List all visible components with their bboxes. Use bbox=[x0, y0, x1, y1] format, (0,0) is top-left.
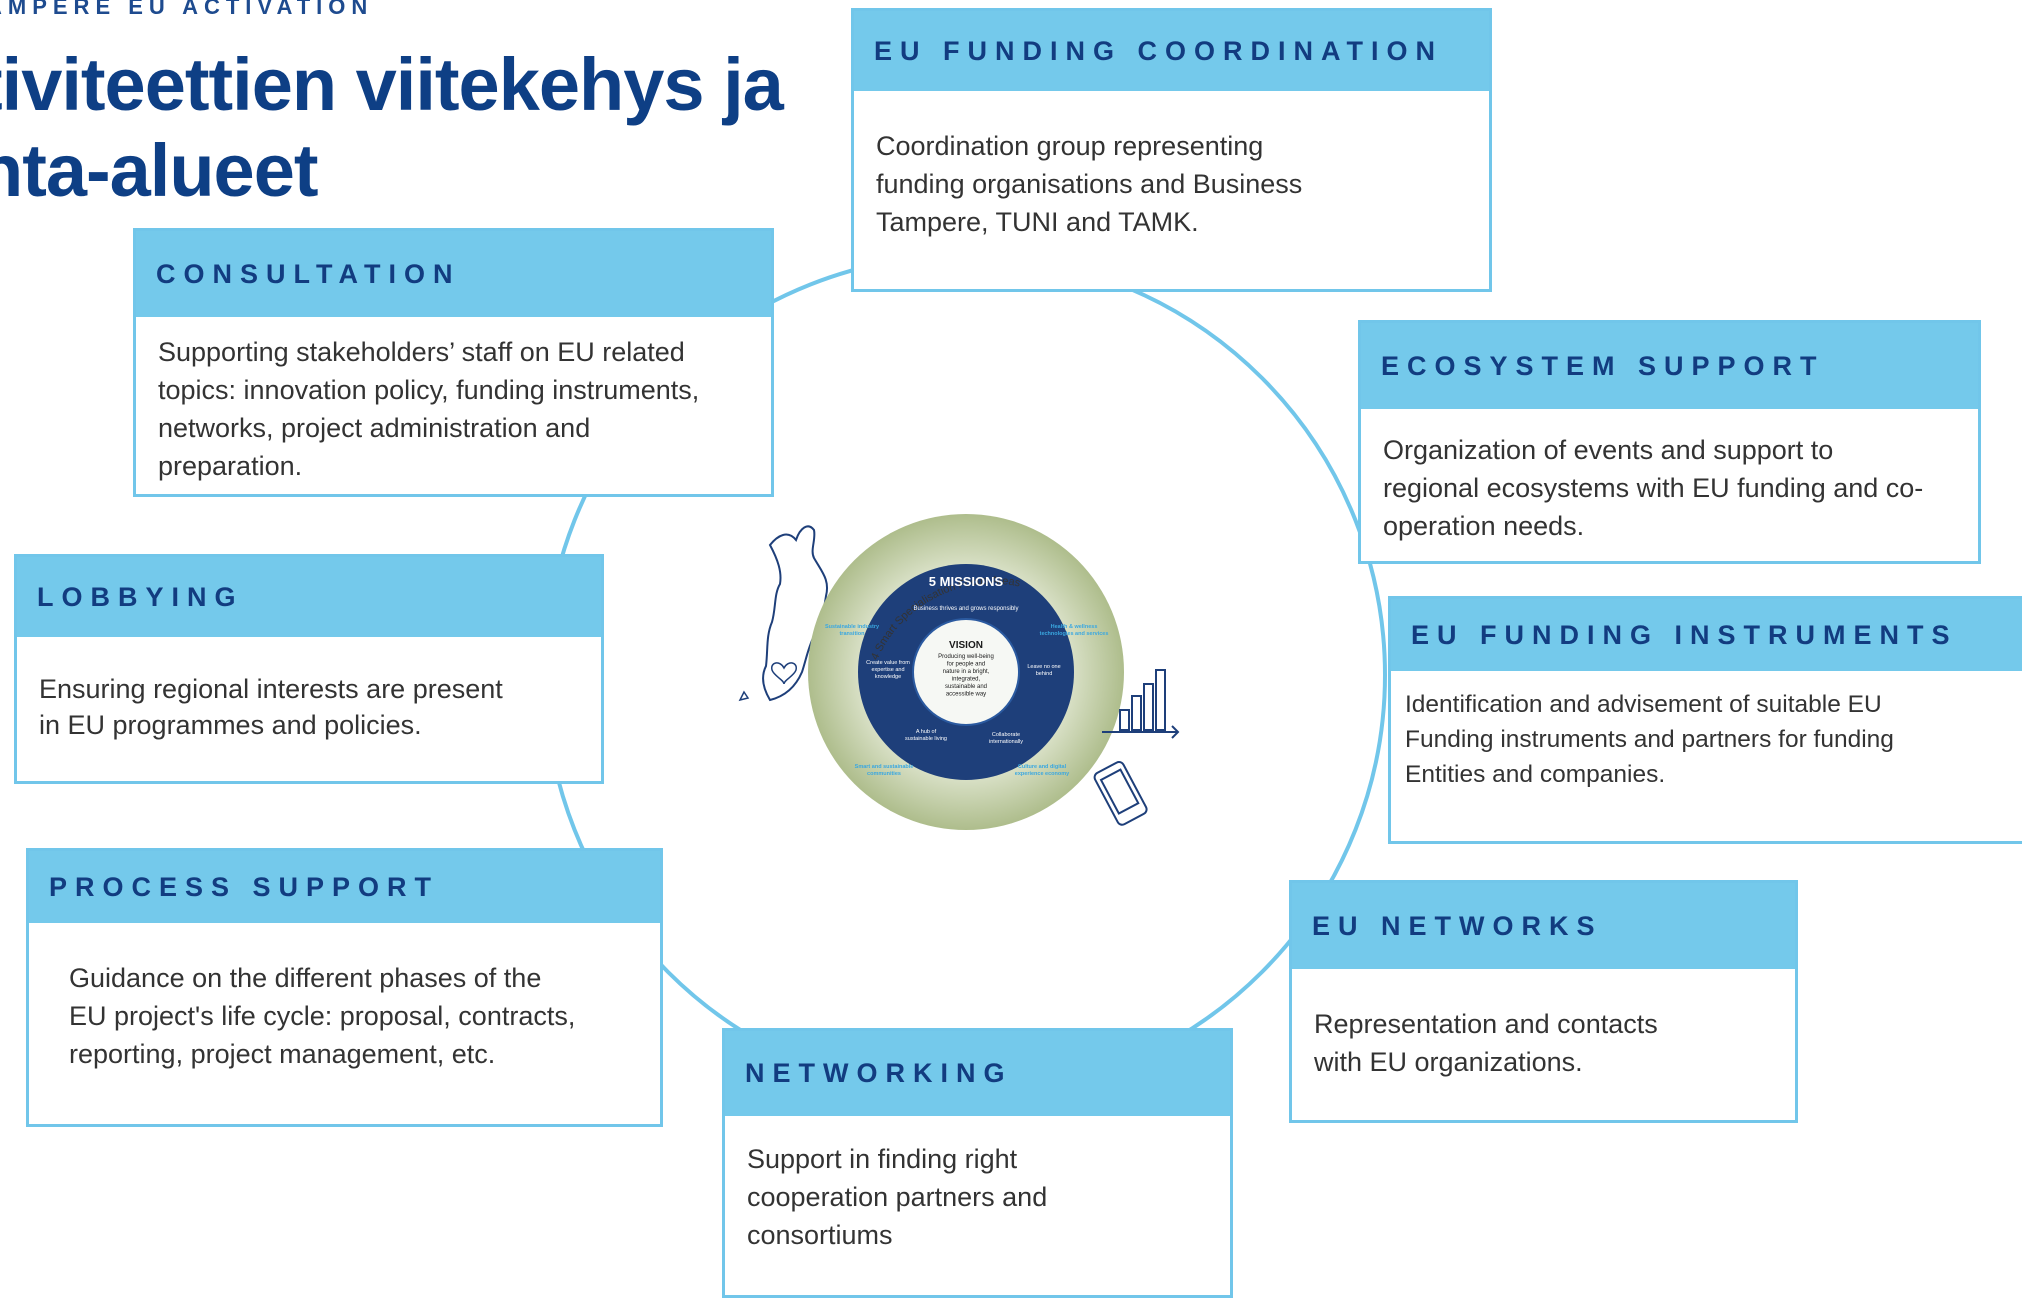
vision-line: for people and bbox=[947, 662, 985, 668]
vision-line: nature in a bright, bbox=[943, 669, 990, 675]
focus-line: transition bbox=[839, 631, 865, 637]
vision-text: Producing well-being for people andnature… bbox=[938, 654, 994, 698]
kicker-text: AMPERE EU ACTIVATION bbox=[0, 0, 374, 19]
box-text: Organization of events and support to re… bbox=[1383, 435, 1924, 541]
bar-chart-icon bbox=[1102, 669, 1180, 739]
missions-label: 5 MISSIONS bbox=[929, 574, 1004, 589]
focus-line: Smart and sustainable bbox=[855, 764, 914, 770]
box-networking: NETWORKING Support in finding right coop… bbox=[722, 1028, 1233, 1298]
box-process-support: PROCESS SUPPORT Guidance on the differen… bbox=[26, 848, 663, 1127]
box-text: Supporting stakeholders’ staff on EU rel… bbox=[158, 337, 700, 481]
box-text: Identification and advisement of suitabl… bbox=[1405, 691, 1894, 788]
box-text: Representation and contacts with EU orga… bbox=[1314, 1009, 1658, 1077]
box-header: PROCESS SUPPORT bbox=[29, 851, 660, 923]
center-graphic: 4 Smart Specialisation Focus Areas 5 MIS… bbox=[738, 514, 1180, 830]
box-header: NETWORKING bbox=[725, 1031, 1230, 1116]
mission-line: expertise and bbox=[871, 667, 904, 673]
page-title: tiviteettien viitekehys ja nta-alueet bbox=[0, 42, 784, 214]
title-line-2: nta-alueet bbox=[0, 129, 319, 212]
box-text: Coordination group representing funding … bbox=[876, 131, 1303, 237]
vision-title: VISION bbox=[949, 640, 983, 651]
focus-line: communities bbox=[867, 771, 901, 777]
box-header: CONSULTATION bbox=[136, 231, 771, 317]
box-text: Ensuring regional interests are present … bbox=[39, 674, 503, 740]
box-text: Guidance on the different phases of the … bbox=[69, 963, 576, 1069]
title-line-1: tiviteettien viitekehys ja bbox=[0, 43, 784, 126]
mission-line: Create value from bbox=[866, 660, 910, 666]
box-header: EU FUNDING COORDINATION bbox=[854, 11, 1489, 91]
focus-line: Health & wellness bbox=[1051, 624, 1098, 630]
box-header: EU FUNDING INSTRUMENTS bbox=[1391, 599, 2022, 671]
vision-line: integrated, bbox=[952, 677, 981, 683]
focus-line: Sustainable industry bbox=[825, 624, 880, 630]
box-header: LOBBYING bbox=[17, 557, 601, 637]
heart-icon bbox=[771, 662, 797, 685]
focus-line: Culture and digital bbox=[1018, 764, 1067, 770]
mission-line: A hub of bbox=[916, 729, 937, 735]
mission-line: Leave no one bbox=[1027, 664, 1060, 670]
vision-line: accessible way bbox=[946, 692, 986, 698]
box-header: EU NETWORKS bbox=[1292, 883, 1795, 969]
box-consultation: CONSULTATION Supporting stakeholders’ st… bbox=[133, 228, 774, 497]
mission-line: behind bbox=[1036, 671, 1053, 677]
box-lobbying: LOBBYING Ensuring regional interests are… bbox=[14, 554, 604, 784]
mission-top: Business thrives and grows responsibly bbox=[913, 606, 1018, 612]
mission-line: Collaborate bbox=[992, 732, 1020, 738]
box-eu-funding-coordination: EU FUNDING COORDINATION Coordination gro… bbox=[851, 8, 1492, 292]
box-text: Support in finding right cooperation par… bbox=[747, 1144, 1048, 1250]
focus-line: technologies and services bbox=[1040, 631, 1109, 637]
mission-line: internationally bbox=[989, 739, 1023, 745]
finland-map-icon bbox=[762, 525, 828, 702]
smartphone-icon bbox=[1093, 760, 1148, 826]
box-eu-funding-instruments: EU FUNDING INSTRUMENTS Identification an… bbox=[1388, 596, 2022, 844]
vision-line: sustainable and bbox=[945, 684, 987, 690]
focus-line: experience economy bbox=[1015, 771, 1070, 777]
box-header: ECOSYSTEM SUPPORT bbox=[1361, 323, 1978, 409]
mission-line: knowledge bbox=[875, 674, 901, 680]
box-ecosystem-support: ECOSYSTEM SUPPORT Organization of events… bbox=[1358, 320, 1981, 564]
mission-line: sustainable living bbox=[905, 736, 947, 742]
vision-line: Producing well-being bbox=[938, 654, 994, 660]
box-eu-networks: EU NETWORKS Representation and contacts … bbox=[1289, 880, 1798, 1123]
